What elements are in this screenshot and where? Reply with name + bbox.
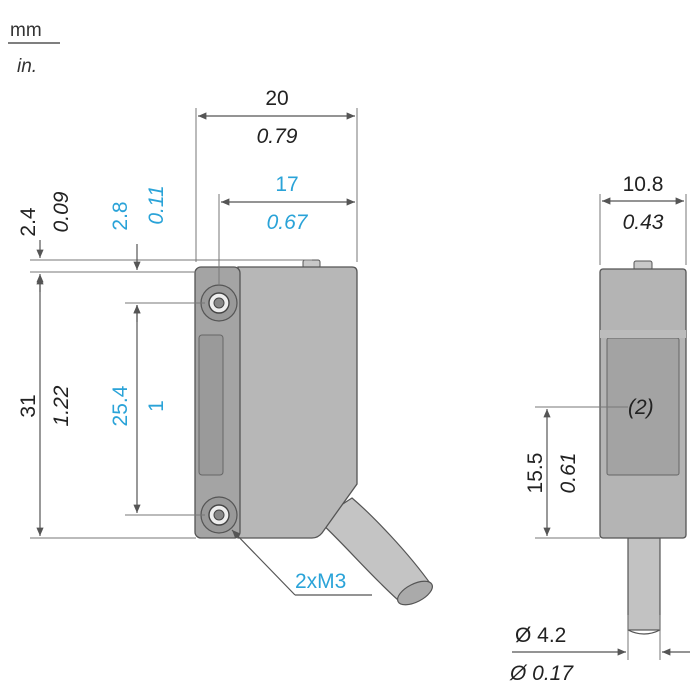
screw-callout: 2xM3 <box>231 529 372 596</box>
dim-height-total-mm: 31 <box>17 394 40 417</box>
dim-height-total-in: 1.22 <box>50 385 73 426</box>
dim-hole-offset-in: 0.11 <box>145 185 168 224</box>
dim-hole-offset-mm: 2.8 <box>109 201 132 230</box>
dim-width-inner: 17 0.67 <box>218 173 355 285</box>
dim-cable-diameter-mm: Ø 4.2 <box>515 624 566 647</box>
dim-hole-spacing: 25.4 1 <box>109 305 168 513</box>
cable-side <box>627 537 661 631</box>
sensor-body <box>237 266 358 539</box>
dim-cable-diameter: Ø 4.2 Ø 0.17 <box>509 615 690 685</box>
dim-side-width: 10.8 0.43 <box>599 173 687 265</box>
dim-hole-spacing-in: 1 <box>145 400 168 412</box>
dim-side-width-in: 0.43 <box>623 211 664 234</box>
dim-hole-offset: 2.8 0.11 <box>109 185 168 322</box>
dim-lens-height: 15.5 0.61 <box>524 406 628 539</box>
unit-in: in. <box>17 56 37 77</box>
dim-lens-height-mm: 15.5 <box>524 453 547 494</box>
dim-width-total-mm: 20 <box>265 87 288 110</box>
mounting-hole-top <box>200 284 238 322</box>
mounting-hole-bottom <box>200 496 238 534</box>
dim-width-total-in: 0.79 <box>257 125 298 148</box>
sensor-front-view <box>194 259 434 606</box>
dim-width-inner-in: 0.67 <box>267 211 309 234</box>
lens-callout-label: (2) <box>628 396 654 419</box>
units-legend: mm in. <box>8 20 60 77</box>
dim-height-total: 31 1.22 <box>17 276 73 536</box>
dim-width-inner-mm: 17 <box>275 173 298 196</box>
dim-width-total: 20 0.79 <box>195 87 358 262</box>
unit-mm: mm <box>10 20 42 41</box>
dim-cable-diameter-in: Ø 0.17 <box>509 662 574 685</box>
dim-hole-spacing-mm: 25.4 <box>109 385 132 426</box>
sensor-side-view <box>599 260 687 635</box>
screw-callout-label: 2xM3 <box>295 570 346 593</box>
dim-top-offset-mm: 2.4 <box>17 207 40 237</box>
dim-top-offset-in: 0.09 <box>50 191 73 232</box>
dim-side-width-mm: 10.8 <box>623 173 664 196</box>
dim-top-offset: 2.4 0.09 <box>17 191 73 292</box>
dim-lens-height-in: 0.61 <box>557 453 580 494</box>
